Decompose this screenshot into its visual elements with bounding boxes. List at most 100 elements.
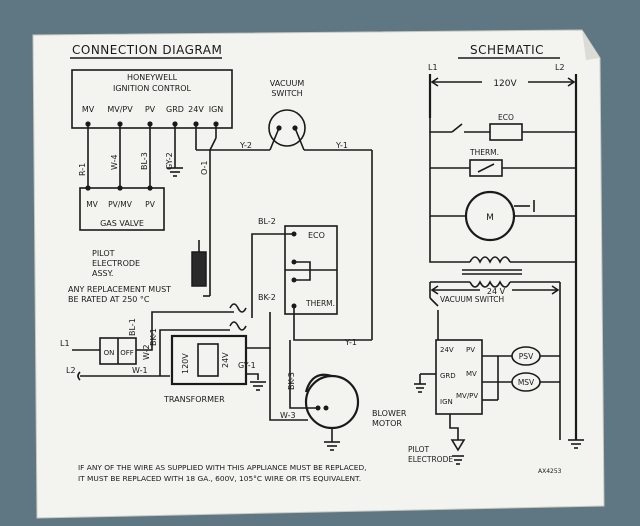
schematic-120v: 120V (493, 79, 517, 89)
terminal-24v: 24V (188, 105, 204, 114)
wire-loops (229, 303, 247, 331)
schematic-main-ground-icon (568, 439, 584, 449)
footer-note-1: IF ANY OF THE WIRE AS SUPPLIED WITH THIS… (78, 463, 367, 472)
wire-y1-top: Y-1 (335, 141, 348, 150)
transformer-24v: 24V (221, 352, 230, 368)
schematic-title: SCHEMATIC (470, 43, 544, 57)
schematic-eco-row (429, 118, 576, 141)
terminal-mv: MV (82, 105, 95, 114)
schematic-psv: PSV (519, 352, 534, 361)
terminal-pv: PV (145, 105, 156, 114)
msv-coil-icon (511, 372, 541, 392)
pilot-label-2: ELECTRODE (92, 259, 140, 268)
terminal-grd: GRD (166, 105, 184, 114)
blower-wires (269, 340, 333, 442)
wire-y1-mid: Y-1 (344, 338, 357, 347)
footer-note-2: IT MUST BE REPLACED WITH 18 GA., 600V, 1… (78, 474, 361, 483)
wire-y2: Y-2 (239, 141, 252, 150)
schematic-pilot-wire (449, 414, 459, 440)
terminal-ign: IGN (209, 105, 224, 114)
blower-ground-icon (324, 441, 340, 451)
vacuum-switch-icon (268, 109, 306, 147)
connection-diagram-title: CONNECTION DIAGRAM (72, 43, 222, 57)
ctl-grd: GRD (440, 372, 456, 380)
pilot-label-1: PILOT (92, 249, 115, 258)
replacement-note-1: ANY REPLACEMENT MUST (68, 285, 171, 294)
wire-w2: W-2 (142, 344, 151, 360)
transformer-core (197, 343, 219, 377)
ignition-label-1: HONEYWELL (127, 73, 178, 82)
therm-label: THERM. (305, 299, 335, 308)
pilot-electrode-icon (191, 251, 207, 287)
wire-bk2: BK-2 (258, 293, 276, 302)
transformer-120v: 120V (181, 353, 190, 374)
wire-bl2: BL-2 (258, 217, 276, 226)
schematic-therm-row (429, 132, 576, 177)
wire-bl3: BL-3 (140, 152, 149, 170)
line-l1: L1 (60, 339, 70, 348)
schematic-l2: L2 (555, 63, 565, 72)
blower-label-2: MOTOR (372, 419, 402, 428)
schematic-pilot-electrode-icon (450, 439, 466, 452)
schematic-motor: M (486, 213, 494, 223)
eco-therm-wires (251, 233, 372, 341)
schematic-pilot-2: ELECTRODE (408, 455, 453, 464)
gas-valve-label: GAS VALVE (100, 219, 144, 228)
ignition-wires (87, 124, 270, 297)
gas-valve-term-mv: MV (86, 200, 98, 209)
schematic-vacuum-switch-label: VACUUM SWITCH (440, 295, 504, 304)
ctl-24v: 24V (440, 346, 454, 354)
wire-w4: W-4 (110, 154, 119, 170)
schematic-eco: ECO (498, 113, 514, 122)
wire-gy1: GY-1 (238, 361, 256, 370)
blower-label-1: BLOWER (372, 409, 407, 418)
schematic-pilot-1: PILOT (408, 445, 430, 454)
pilot-label-3: ASSY. (92, 269, 113, 278)
wire-gy2: GY-2 (165, 152, 174, 170)
terminal-mvpv: MV/PV (107, 105, 133, 114)
power-wires (72, 311, 271, 381)
vacuum-switch-label-1: VACUUM (270, 79, 305, 88)
ctl-mv: MV (466, 370, 477, 378)
schematic-control-ground-icon (414, 373, 436, 393)
blower-housing-curve (304, 373, 333, 393)
ignition-control-box (71, 69, 233, 129)
schematic-therm: THERM. (469, 148, 499, 157)
switch-off: OFF (120, 349, 134, 357)
gas-valve-term-pvmv: PV/MV (108, 200, 133, 209)
ctl-pv: PV (466, 346, 475, 354)
schematic-rails (428, 74, 578, 440)
schematic-transformer (429, 216, 576, 288)
paper-fold (582, 30, 600, 60)
vacuum-switch-label-2: SWITCH (271, 89, 302, 98)
wire-o1: O-1 (200, 161, 209, 176)
schematic-valve-wires (482, 355, 560, 401)
schematic-vacuum-switch (429, 282, 561, 440)
ctl-mvpv: MV/PV (456, 392, 478, 400)
gas-valve-term-pv: PV (145, 200, 156, 209)
transformer-label: TRANSFORMER (163, 395, 225, 404)
wire-r1: R-1 (78, 163, 87, 176)
gy2-ground-icon (167, 167, 183, 177)
switch-on: ON (104, 349, 115, 357)
line-l2: L2 (66, 366, 76, 375)
replacement-note-2: BE RATED AT 250 °C (68, 295, 150, 304)
vacuum-switch-wires (269, 127, 373, 340)
schematic-pilot-ground-icon (452, 455, 464, 465)
schematic-24v: 24 V (487, 287, 506, 296)
ctl-ign: IGN (440, 398, 453, 406)
transformer-box (170, 334, 248, 386)
schematic-msv: MSV (518, 378, 535, 387)
schematic-24v-arrow (430, 285, 560, 295)
schematic-l1: L1 (428, 63, 438, 72)
schematic-120v-arrow (430, 77, 576, 87)
ignition-label-2: IGNITION CONTROL (113, 84, 192, 93)
gas-valve-dots (85, 185, 153, 191)
wire-w3: W-3 (280, 411, 296, 420)
schematic-control-box (435, 339, 483, 415)
gy1-ground-icon (250, 381, 266, 391)
psv-coil-icon (511, 346, 541, 366)
wire-bl1: BL-1 (128, 318, 137, 336)
